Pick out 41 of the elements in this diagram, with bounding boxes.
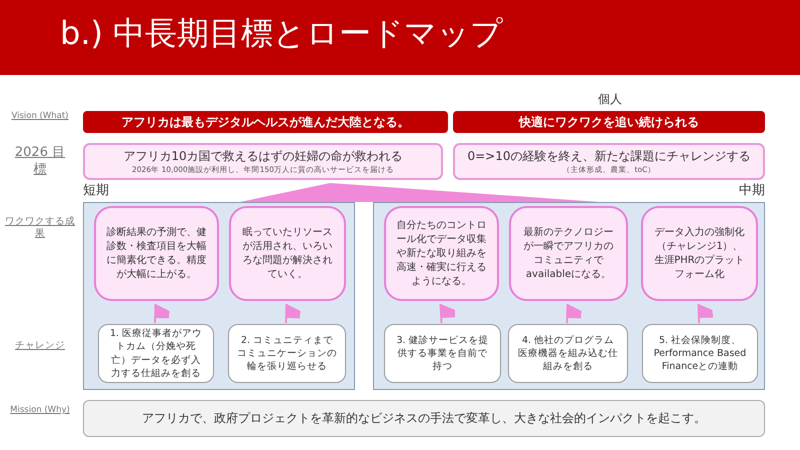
row-label: 2026 目標: [14, 145, 66, 179]
outcome-card: [229, 206, 346, 301]
node-text: 3. 健診サービスを提供する事業を自前で持つ: [395, 334, 490, 374]
phase-panel: [83, 202, 355, 390]
node-text: アフリカで、政府プロジェクトを革新的なビジネスの手法で変革し、大きな社会的インパクトを起こす。: [142, 410, 706, 427]
phase-heading: 短期: [83, 182, 109, 199]
row-label: Mission (Why): [10, 405, 70, 416]
node-text: 診断結果の予測で、健診数・検査項目を大幅に簡素化できる。精度が大幅に上がる。: [106, 226, 207, 282]
row-label: ワクワクする成果: [5, 216, 75, 241]
node-text: アフリカ10カ国で救えるはずの妊婦の命が救われる: [123, 148, 403, 166]
outcome-card: [384, 206, 499, 301]
outcome-card: [641, 206, 758, 301]
node-text: 0=>10の経験を終え、新たな課題にチャレンジする: [467, 148, 750, 166]
column-heading: 個人: [597, 92, 623, 108]
node-text: 4. 他社のプログラム医療機器を組み込む仕組みを創る: [517, 334, 619, 374]
outcome-card: [94, 206, 219, 301]
row-label: チャレンジ: [14, 340, 66, 352]
goal-box: [83, 143, 443, 180]
vision-banner: [83, 111, 448, 133]
node-text: 最新のテクノロジーが一瞬でアフリカのコミュニティでavailableになる。: [522, 226, 614, 282]
challenge-box: [642, 324, 758, 383]
challenge-box: [228, 324, 346, 383]
vision-banner: [453, 111, 765, 133]
node-text: 5. 社会保険制度、Performance Based Financeとの連動: [652, 334, 748, 374]
slide-title: b.) 中長期目標とロードマップ: [60, 13, 504, 54]
challenge-box: [98, 324, 214, 383]
node-text: 1. 医療従事者がアウトカム（分娩や死亡）データを必ず入力する仕組みを創る: [108, 326, 204, 380]
row-label: Vision (What): [10, 111, 70, 122]
phase-heading: 中期: [739, 182, 765, 199]
node-text: データ入力の強制化（チャレンジ1）、生涯PHRのプラットフォーム化: [653, 226, 746, 282]
node-text: アフリカは最もデジタルヘルスが進んだ大陸となる。: [122, 114, 410, 130]
outcome-card: [509, 206, 628, 301]
node-text: 眠っていたリソースが活用され、いろいろな問題が解決されていく。: [242, 226, 334, 282]
mission-box: [83, 400, 765, 437]
node-text: 自分たちのコントロール化でデータ収集や新たな取り組みを高速・確実に行えるようになる。: [396, 218, 487, 288]
challenge-box: [508, 324, 628, 383]
challenge-box: [384, 324, 501, 383]
phase-panel: [373, 202, 765, 390]
node-text: 快適にワクワクを追い続けられる: [519, 114, 699, 130]
node-text: 2. コミュニティまでコミュニケーションの輪を張り巡らせる: [237, 334, 337, 374]
goal-box: [453, 143, 765, 180]
